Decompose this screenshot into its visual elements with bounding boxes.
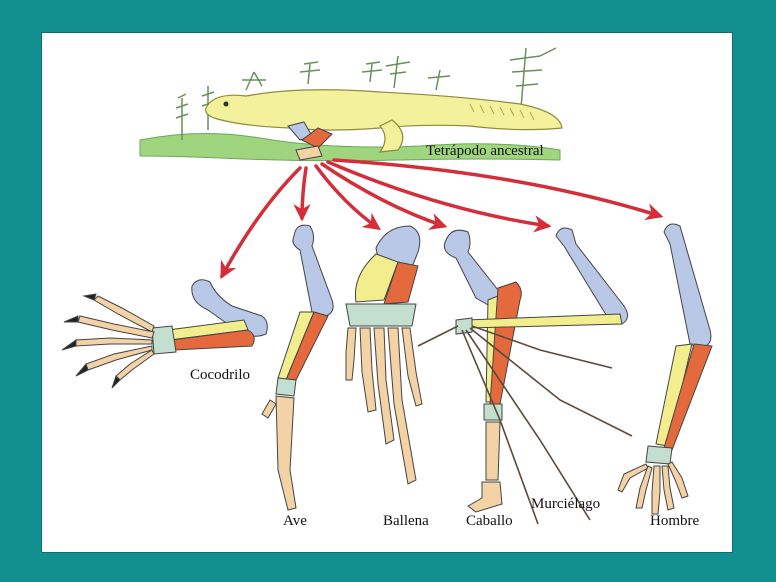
bat-humerus xyxy=(556,228,628,324)
arrow-to-human xyxy=(334,160,660,216)
human-carpals xyxy=(646,446,672,464)
label-crocodile: Cocodrilo xyxy=(190,367,250,384)
bird-humerus xyxy=(293,225,333,316)
label-bird: Ave xyxy=(283,513,307,530)
bat-digits xyxy=(418,326,632,524)
bird-carpals xyxy=(276,378,296,396)
tetrapod-eye xyxy=(224,102,229,107)
bird-limb xyxy=(262,225,333,510)
bat-limb xyxy=(418,228,632,524)
whale-limb xyxy=(346,226,422,484)
bird-digit xyxy=(262,400,276,418)
whale-carpals xyxy=(346,304,416,326)
crocodile-carpals xyxy=(152,326,176,354)
crocodile-digits xyxy=(76,296,154,380)
human-digits xyxy=(618,462,688,514)
arrow-to-bird xyxy=(302,168,306,218)
label-bat: Murciélago xyxy=(531,496,600,513)
label-ancestral-tetrapod: Tetrápodo ancestral xyxy=(426,143,544,160)
label-whale: Ballena xyxy=(383,513,429,530)
horse-cannon xyxy=(486,422,500,480)
human-humerus xyxy=(664,224,711,348)
arrow-to-whale xyxy=(316,166,378,228)
divergence-arrows xyxy=(222,160,660,276)
arrow-to-crocodile xyxy=(222,168,300,276)
horse-humerus xyxy=(444,230,499,306)
whale-digits xyxy=(346,328,422,484)
human-limb xyxy=(618,224,712,514)
bird-hand xyxy=(276,396,296,510)
bat-carpals xyxy=(456,318,472,334)
label-horse: Caballo xyxy=(466,513,513,530)
horse-limb xyxy=(444,230,521,512)
horse-hoof xyxy=(468,482,502,512)
label-human: Hombre xyxy=(650,513,699,530)
